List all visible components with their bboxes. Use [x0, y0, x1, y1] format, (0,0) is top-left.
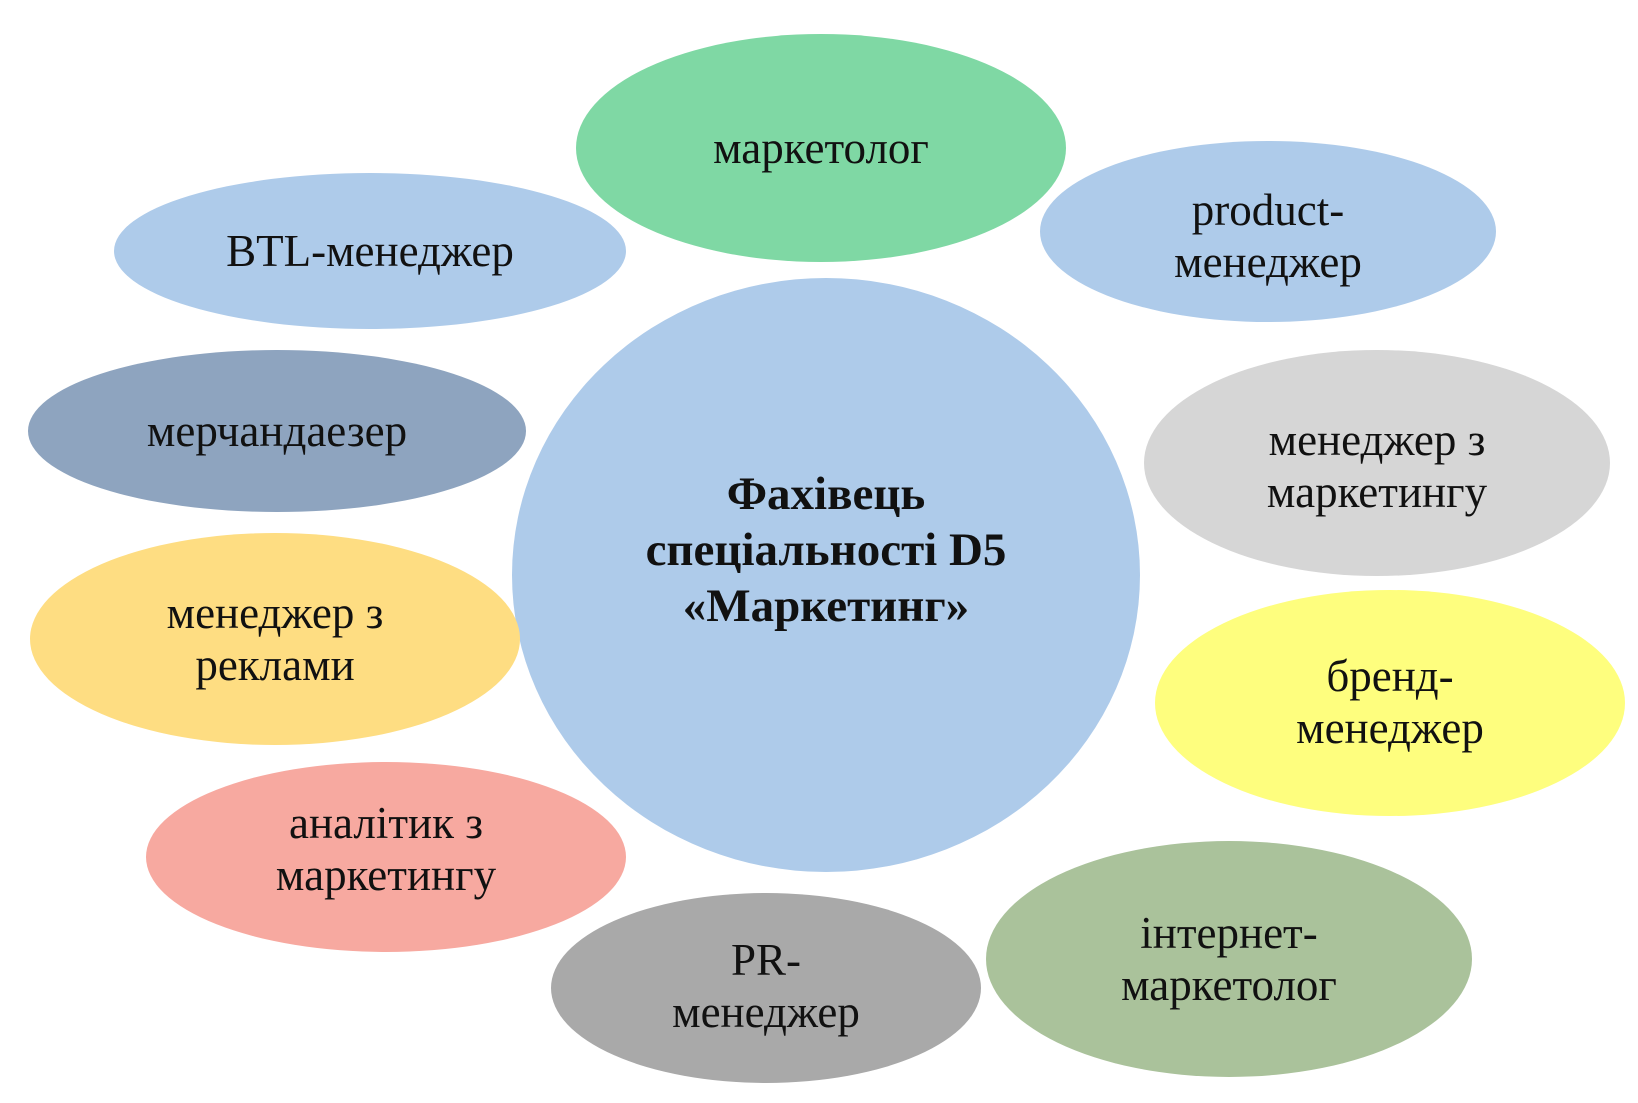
role-bubble-marketing-analyst: аналітик з маркетингу	[146, 762, 626, 952]
role-bubble-product-manager: product- менеджер	[1040, 141, 1496, 322]
role-bubble-btl-manager: BTL-менеджер	[114, 173, 626, 329]
center-bubble-marketing-specialist: Фахівець спеціальності D5 «Маркетинг»	[512, 278, 1140, 872]
role-label-btl-manager: BTL-менеджер	[226, 226, 514, 276]
role-bubble-marketolog: маркетолог	[576, 34, 1066, 262]
role-label-marketing-analyst: аналітик з маркетингу	[275, 798, 497, 900]
role-bubble-brand-manager: бренд- менеджер	[1155, 590, 1625, 816]
role-label-pr-manager: PR- менеджер	[672, 935, 860, 1037]
role-label-marketolog: маркетолог	[713, 123, 929, 173]
role-label-merchandiser: мерчандаезер	[146, 406, 408, 456]
role-label-brand-manager: бренд- менеджер	[1296, 651, 1484, 753]
role-bubble-internet-marketer: інтернет- маркетолог	[986, 841, 1472, 1077]
role-bubble-marketing-manager: менеджер з маркетингу	[1144, 350, 1610, 576]
role-label-advertising-manager: менеджер з реклами	[166, 588, 384, 690]
role-label-internet-marketer: інтернет- маркетолог	[1121, 908, 1337, 1010]
role-bubble-merchandiser: мерчандаезер	[28, 350, 526, 512]
center-label: Фахівець спеціальності D5 «Маркетинг»	[645, 468, 1007, 632]
role-label-product-manager: product- менеджер	[1174, 184, 1362, 287]
role-label-marketing-manager: менеджер з маркетингу	[1266, 415, 1488, 517]
role-bubble-advertising-manager: менеджер з реклами	[30, 533, 520, 745]
role-bubble-pr-manager: PR- менеджер	[551, 893, 981, 1083]
